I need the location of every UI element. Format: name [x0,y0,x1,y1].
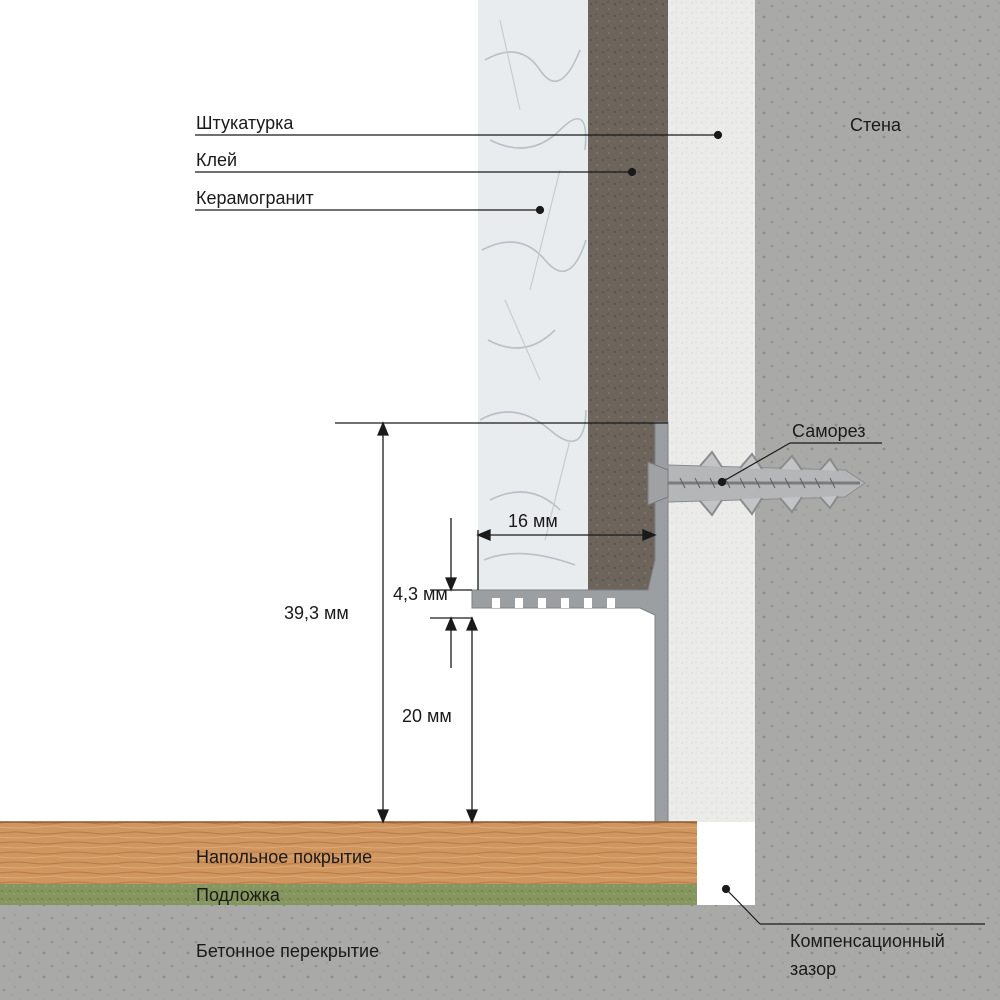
porcelain-tile [478,0,588,590]
label-plaster: Штукатурка [196,113,294,133]
underlay [0,884,697,905]
label-underlay: Подложка [196,885,280,905]
dim-total-height-label: 39,3 мм [284,603,349,623]
dim-lip-height-label: 4,3 мм [393,584,448,604]
floor-covering [0,822,697,884]
label-adhesive: Клей [196,150,238,170]
label-screw: Саморез [792,421,866,441]
screw-leader [721,442,791,483]
screw-dowel [647,450,866,517]
dim-tile-width-label: 16 мм [508,511,558,531]
dim-base-height-label: 20 мм [402,706,452,726]
label-expansion-gap-1: Компенсационный [790,931,945,951]
label-concrete-slab: Бетонное перекрытие [196,941,380,961]
label-porcelain: Керамогранит [196,188,314,208]
label-expansion-gap-2: зазор [790,959,837,979]
label-floor-covering: Напольное покрытие [196,847,373,867]
label-wall: Стена [850,115,902,135]
gap-leader-a [725,888,761,925]
